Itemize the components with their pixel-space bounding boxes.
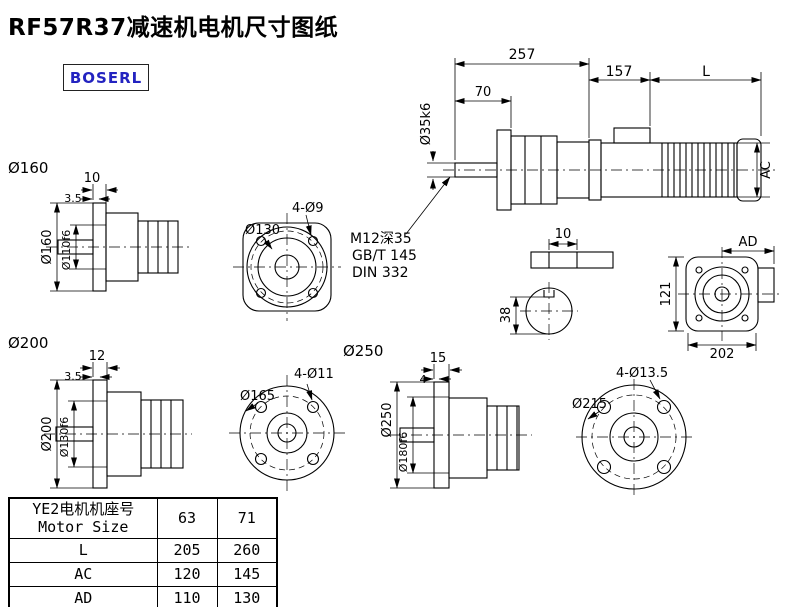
motor-fins bbox=[661, 143, 735, 197]
flange200-spigot-thk-label: 3.5 bbox=[64, 370, 82, 383]
bolt-hole bbox=[255, 287, 267, 299]
bolt-circle-165-label: Ø165 bbox=[240, 389, 275, 404]
size-63-cell: 63 bbox=[156, 497, 218, 539]
table-row-AC: AC 120 145 bbox=[8, 561, 278, 587]
gear-housing-step bbox=[140, 399, 184, 469]
gear-housing bbox=[448, 397, 488, 479]
value-cell: 110 bbox=[156, 585, 218, 607]
dim-121-label: 121 bbox=[659, 282, 674, 307]
bolt-hole bbox=[254, 452, 268, 466]
motor-size-table: YE2电机机座号 Motor Size 63 71 L 205 260 AC 1… bbox=[8, 497, 278, 607]
flange200-spigot-dia-label: Ø130f6 bbox=[58, 417, 71, 458]
bolt-hole bbox=[596, 399, 612, 415]
bolt-hole bbox=[656, 459, 672, 475]
value-cell: 130 bbox=[216, 585, 278, 607]
flange250-side-view: Ø250 bbox=[343, 342, 532, 489]
dim-AD-label: AD bbox=[739, 235, 758, 250]
flange160-spigot-dia-label: Ø110f6 bbox=[60, 230, 73, 271]
dim-157-label: 157 bbox=[606, 64, 633, 80]
flange250-title: Ø250 bbox=[343, 342, 383, 360]
holes-4d11-label: 4-Ø11 bbox=[294, 367, 334, 382]
row-label: L bbox=[8, 537, 158, 563]
keyway-width-label: 10 bbox=[555, 227, 572, 242]
terminal-box bbox=[613, 127, 651, 144]
gear-housing-step bbox=[486, 405, 520, 471]
bolt-hole bbox=[306, 452, 320, 466]
flange160-side-view: Ø160 bbox=[8, 159, 190, 292]
table-header-row: YE2电机机座号 Motor Size 63 71 bbox=[8, 497, 278, 539]
flange160-title: Ø160 bbox=[8, 159, 48, 177]
bolt-hole bbox=[307, 235, 319, 247]
keyway-plan bbox=[530, 251, 614, 269]
keyway-height-label: 38 bbox=[499, 307, 514, 324]
flange200-front-view: Ø165 4-Ø11 bbox=[229, 367, 345, 491]
fan-cowl bbox=[736, 138, 762, 202]
brand-logo-text: BOSERL bbox=[69, 68, 143, 87]
flange160-thickness-label: 10 bbox=[84, 171, 101, 186]
row-label: AC bbox=[8, 561, 158, 587]
dim-257-label: 257 bbox=[509, 47, 536, 63]
bolt-circle-130-label: Ø130 bbox=[245, 223, 280, 238]
motor-rear-view: AD 121 202 bbox=[659, 235, 782, 362]
header-en: Motor Size bbox=[38, 518, 129, 537]
bolt-hole bbox=[306, 400, 320, 414]
dim-202-label: 202 bbox=[710, 347, 735, 362]
flange250-front-view: 4-Ø13.5 Ø215 bbox=[572, 366, 692, 495]
flange250-dia-label: Ø250 bbox=[380, 402, 395, 437]
motor-size-header-cell: YE2电机机座号 Motor Size bbox=[8, 497, 158, 539]
row-label: AD bbox=[8, 585, 158, 607]
size-71-cell: 71 bbox=[216, 497, 278, 539]
dim-70-label: 70 bbox=[475, 85, 492, 100]
holes-4d9-label: 4-Ø9 bbox=[292, 201, 323, 216]
flange250-spigot-dia-label: Ø180f6 bbox=[397, 432, 410, 473]
terminal-box-side bbox=[757, 267, 775, 303]
thread-note: M12深35 bbox=[350, 231, 412, 247]
table-row-L: L 205 260 bbox=[8, 537, 278, 563]
main-assembly-view: 257 157 L 70 Ø35k6 AC bbox=[419, 47, 775, 211]
bolt-hole bbox=[307, 287, 319, 299]
flange200-dia-label: Ø200 bbox=[40, 416, 55, 451]
value-cell: 260 bbox=[216, 537, 278, 563]
flange160-spigot-thk-label: 3.5 bbox=[64, 192, 82, 205]
flange200-thickness-label: 12 bbox=[89, 349, 106, 364]
table-row-AD: AD 110 130 bbox=[8, 585, 278, 607]
value-cell: 145 bbox=[216, 561, 278, 587]
value-cell: 120 bbox=[156, 561, 218, 587]
bolt-hole bbox=[656, 399, 672, 415]
shaft-keyway-detail: 10 38 bbox=[499, 227, 614, 340]
dim-L-label: L bbox=[702, 64, 710, 80]
bolt-circle-215-label: Ø215 bbox=[572, 397, 607, 412]
page-title: RF57R37减速机电机尺寸图纸 bbox=[8, 15, 339, 41]
din-standard-note: DIN 332 bbox=[352, 265, 409, 281]
shaft-dia-label: Ø35k6 bbox=[419, 103, 434, 146]
flange250-thickness-label: 15 bbox=[430, 351, 447, 366]
flange200-side-view: Ø200 bbox=[8, 334, 192, 489]
dim-AC-label: AC bbox=[759, 161, 774, 179]
brand-logo: BOSERL bbox=[63, 64, 149, 91]
gb-standard-note: GB/T 145 bbox=[352, 248, 417, 264]
value-cell: 205 bbox=[156, 537, 218, 563]
flange160-front-view: Ø130 4-Ø9 bbox=[233, 201, 341, 321]
flange160-dia-label: Ø160 bbox=[40, 229, 55, 264]
header-cn: YE2电机机座号 bbox=[32, 499, 135, 518]
flange250-spigot-thk-label: 4 bbox=[420, 373, 427, 386]
holes-4d13-label: 4-Ø13.5 bbox=[616, 366, 668, 381]
shaft-end-notes: M12深35 GB/T 145 DIN 332 bbox=[350, 176, 451, 281]
bolt-hole bbox=[596, 459, 612, 475]
flange200-title: Ø200 bbox=[8, 334, 48, 352]
